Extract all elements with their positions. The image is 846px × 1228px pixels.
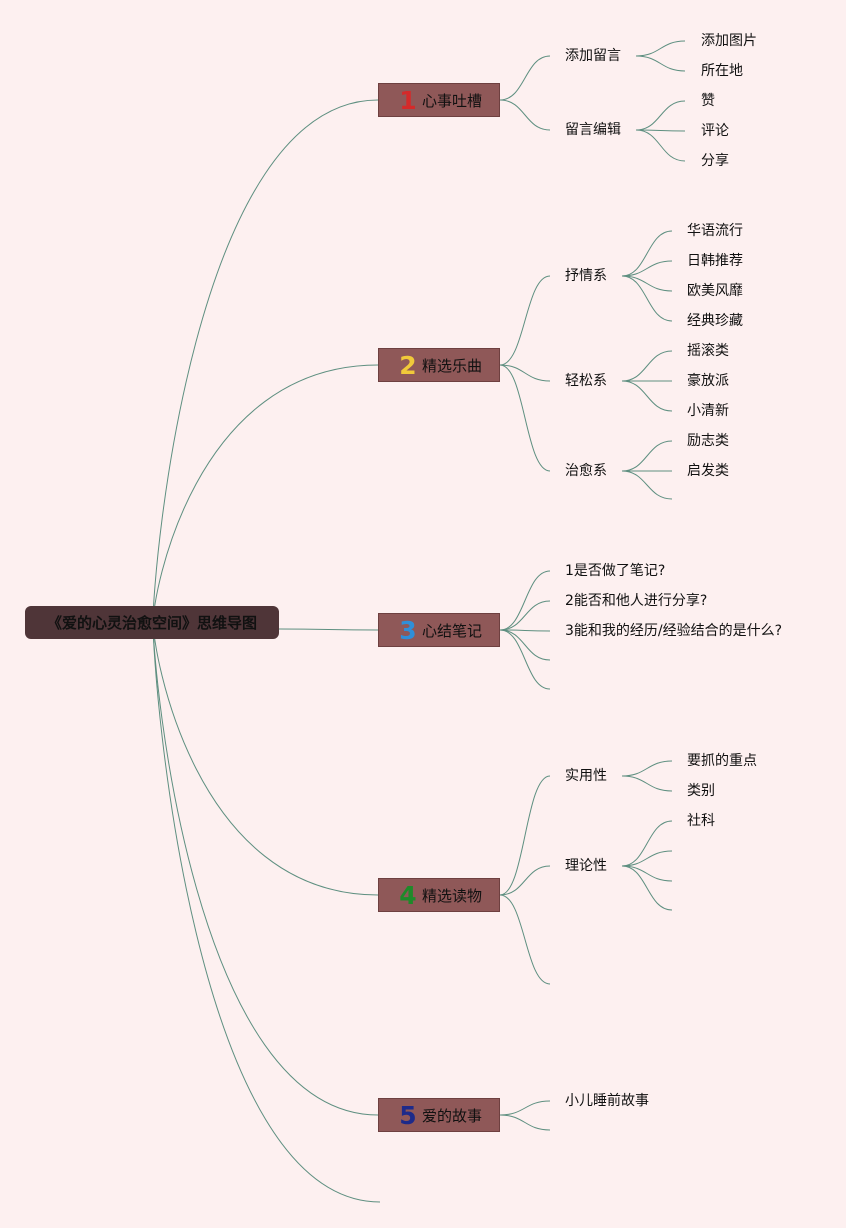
topic-theoretical[interactable]: 理论性 [565,858,607,874]
number-5-icon: 5 [399,1100,417,1130]
link-b1-c1-g1 [635,40,686,57]
link-root-extra [152,621,381,1203]
link-b1-c2-g2 [635,129,686,132]
link-b2-c1-g3 [621,275,673,292]
link-b3-c3 [499,629,551,632]
link-root-branch-4 [152,621,379,896]
topic-add-image[interactable]: 添加图片 [701,33,757,49]
link-b3-c5 [499,629,551,690]
topic-edit-message[interactable]: 留言编辑 [565,122,621,138]
topic-category[interactable]: 类别 [687,783,715,799]
topic-jk-recommend[interactable]: 日韩推荐 [687,253,743,269]
topic-note-q1[interactable]: 1是否做了笔记? [565,563,666,579]
topic-practical[interactable]: 实用性 [565,768,607,784]
link-b4-c1-g1 [621,760,673,777]
number-3-icon: 3 [399,615,417,645]
link-root-branch-5 [152,621,379,1116]
link-b5-c2 [499,1114,551,1131]
branch-label: 精选乐曲 [422,356,483,375]
link-b3-c4 [499,629,551,661]
topic-share[interactable]: 分享 [701,153,729,169]
topic-comment[interactable]: 评论 [701,123,729,139]
number-2-icon: 2 [399,350,417,380]
branch-node-1[interactable]: 1 心事吐槽 [378,83,500,117]
link-b1-c2-g3 [635,129,686,162]
link-b4-c1-g2 [621,775,673,792]
link-b2-c1 [499,275,551,366]
link-b2-c1-g1 [621,230,673,277]
topic-enlightening[interactable]: 启发类 [687,463,729,479]
number-1-icon: 1 [399,85,417,115]
link-b2-c3-g3 [621,470,673,500]
branch-node-3[interactable]: 3 心结笔记 [378,613,500,647]
branch-label: 心结笔记 [422,621,483,640]
topic-relaxing[interactable]: 轻松系 [565,373,607,389]
link-b4-c3 [499,894,551,985]
topic-bedtime-stories[interactable]: 小儿睡前故事 [565,1093,649,1109]
branch-node-4[interactable]: 4 精选读物 [378,878,500,912]
link-b4-c2-g3 [621,865,673,882]
link-b1-c1-g2 [635,55,686,72]
root-label: 《爱的心灵治愈空间》思维导图 [46,614,257,632]
number-4-icon: 4 [399,880,417,910]
root-node[interactable]: 《爱的心灵治愈空间》思维导图 [25,606,279,639]
topic-like[interactable]: 赞 [701,93,715,109]
link-b4-c2-g2 [621,850,673,867]
link-b3-c2 [499,600,551,631]
topic-bold[interactable]: 豪放派 [687,373,729,389]
topic-note-q3[interactable]: 3能和我的经历/经验结合的是什么? [565,623,783,639]
topic-classic-collection[interactable]: 经典珍藏 [687,313,743,329]
topic-key-points[interactable]: 要抓的重点 [687,753,757,769]
topic-inspirational[interactable]: 励志类 [687,433,729,449]
link-b4-c2-g4 [621,865,673,911]
link-b3-c1 [499,570,551,631]
topic-chinese-pop[interactable]: 华语流行 [687,223,743,239]
link-b2-c1-g4 [621,275,673,322]
topic-social-science[interactable]: 社科 [687,813,715,829]
topic-location[interactable]: 所在地 [701,63,743,79]
link-b4-c2 [499,865,551,896]
link-b5-c1 [499,1100,551,1116]
branch-label: 精选读物 [422,886,483,905]
link-b4-c2-g1 [621,820,673,867]
link-b2-c2-g3 [621,380,673,412]
link-b1-c2-g1 [635,100,686,131]
topic-add-message[interactable]: 添加留言 [565,48,621,64]
link-b1-c1 [499,55,551,101]
branch-node-5[interactable]: 5 爱的故事 [378,1098,500,1132]
topic-western-hits[interactable]: 欧美风靡 [687,283,743,299]
link-b2-c3 [499,364,551,472]
topic-lyrical[interactable]: 抒情系 [565,268,607,284]
link-root-branch-3 [278,628,379,631]
topic-rock[interactable]: 摇滚类 [687,343,729,359]
branch-label: 爱的故事 [422,1106,483,1125]
topic-note-q2[interactable]: 2能否和他人进行分享? [565,593,708,609]
branch-label: 心事吐槽 [422,91,483,110]
link-b2-c2-g1 [621,350,673,382]
topic-indie[interactable]: 小清新 [687,403,729,419]
topic-healing[interactable]: 治愈系 [565,463,607,479]
link-b2-c1-g2 [621,260,673,277]
link-b4-c1 [499,775,551,896]
link-b2-c3-g1 [621,440,673,472]
link-b1-c2 [499,99,551,131]
link-b2-c2 [499,364,551,382]
branch-node-2[interactable]: 2 精选乐曲 [378,348,500,382]
link-root-branch-1 [152,99,379,623]
link-root-branch-2 [152,364,379,623]
